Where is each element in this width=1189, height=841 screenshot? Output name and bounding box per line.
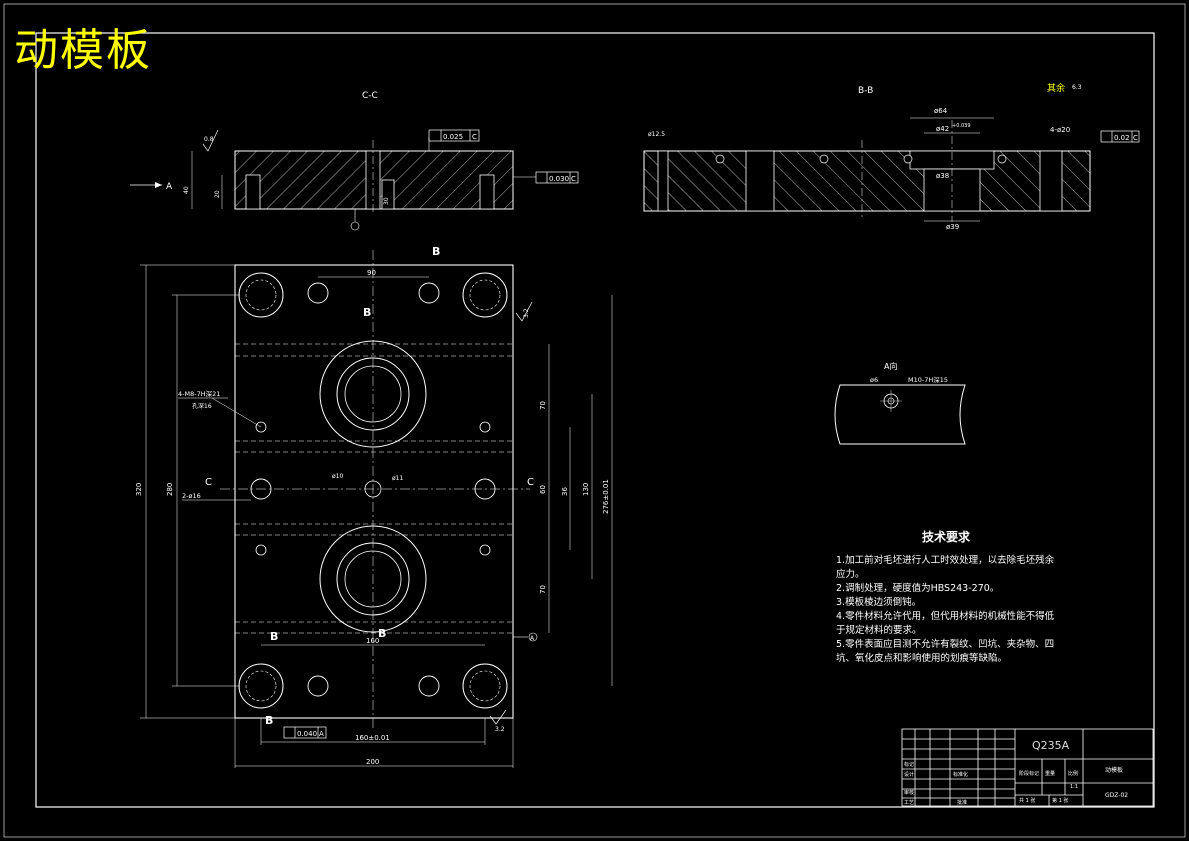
bb-position-value: 0.02 [1114,134,1130,142]
section-cc-title: C-C [362,91,378,101]
h320-dim: 320 [135,483,143,496]
plan-view: 320 280 276±0.01 130 36 70 60 70 90 160 … [135,245,613,768]
part-name: 动模板 [1105,767,1124,774]
section-bb-title: B-B [858,86,873,96]
cut-b-mid: B [363,306,371,319]
h36-dim: 36 [561,487,569,496]
cc-flatness-datum: C [472,133,477,141]
check-label: 审核 [904,790,915,796]
bb-holes: 4-ø20 [1050,126,1070,134]
thread-note-2: 孔深16 [192,402,212,410]
roughness-32-bottom: 3.2 [495,726,505,733]
view-a-detail: A向 ø6 M10-7H深15 [834,361,966,445]
scale-value: 1:1 [1070,784,1079,790]
cc-perp-value: 0.030 [549,175,569,183]
mark-label: 标记 [904,762,915,768]
bb-dia38: ø38 [936,172,949,180]
h60-dim: 60 [539,485,547,494]
cc-20-dim: 20 [214,190,221,198]
title-block: Q235A 动模板 GDZ-02 阶段标记 重量 比例 1:1 共 1 张 第 … [902,729,1153,806]
bb-dia125: ø12.5 [648,131,665,138]
material-label: Q235A [1032,739,1070,752]
section-cc-view: C-C A 40 20 30 0.8 0.025 C 0.030 C [130,91,579,231]
std-label: 标准化 [953,772,969,778]
datum-a-marker: A [530,635,535,642]
cut-b-lower-left: B [270,630,278,643]
view-a-title: A向 [884,361,897,371]
bb-dia42: ø42 [936,125,949,133]
drawing-number: GDZ-02 [1105,792,1129,799]
cc-height-dim: 40 [183,186,190,194]
design-label: 设计 [904,772,915,778]
outer-border [3,3,1186,838]
weight-label: 重量 [1045,771,1056,777]
remaining-roughness: 6.3 [1072,84,1082,91]
pin-holes-note: 2-ø16 [182,492,201,500]
tech-item-4: 4.零件材料允许代用，但代用材料的机械性能不得低于规定材料的要求。 [836,611,1055,636]
tech-item-2: 2.调制处理，硬度值为HBS243-270。 [836,583,1000,594]
cc-roughness: 0.8 [204,136,214,143]
cut-b-lower-mid: B [378,627,386,640]
view-a-dia: ø6 [870,376,878,384]
bb-position-datum: C [1133,134,1138,142]
cc-30-dim: 30 [383,197,390,205]
scale-label: 比例 [1068,771,1079,777]
h276-dim: 276±0.01 [602,479,610,514]
w90-dim: 90 [367,269,376,277]
h130-dim: 130 [582,483,590,496]
w160-dim: 160 [366,637,379,645]
remaining-label: 其余 [1047,82,1065,94]
bb-dia64: ø64 [934,107,948,115]
stage-label: 阶段标记 [1019,771,1040,777]
sheet-total: 共 1 张 [1019,798,1036,804]
approve-label: 批准 [957,800,968,806]
h70a-dim: 70 [539,401,547,410]
parallel-datum: A [319,730,324,738]
cc-perp-datum: C [571,175,576,183]
parallel-value: 0.040 [297,730,317,738]
drawing-title: 动模板 [14,25,152,76]
h280-dim: 280 [166,483,174,496]
arrow-a-label: A [166,182,173,192]
view-a-thread: M10-7H深15 [908,375,948,384]
thread-note: 4-M8-7H深21 [178,389,220,398]
cut-b-top: B [432,245,440,258]
cut-b-bottom: B [265,714,273,727]
technical-requirements: 技术要求 1.加工前对毛坯进行人工时效处理，以去除毛坯残余应力。 2.调制处理，… [836,530,1056,666]
process-label: 工艺 [904,800,915,806]
w160b-dim: 160±0.01 [355,734,390,742]
tech-item-5: 5.零件表面应目测不允许有裂纹、凹坑、夹杂物、四坑、氧化皮点和影响使用的划痕等缺… [836,639,1055,664]
sheet-number: 第 1 张 [1052,798,1069,804]
title-block-grid [901,728,1154,807]
cut-c-left: C [205,477,212,488]
center-hole-note-2: ø11 [392,475,403,482]
h70b-dim: 70 [539,585,547,594]
cc-flatness-value: 0.025 [443,133,463,141]
tech-item-1: 1.加工前对毛坯进行人工时效处理，以去除毛坯残余应力。 [836,555,1055,580]
section-bb-view: B-B 其余 6.3 ø64 ø42 +0.039 ø38 ø39 ø12.5 … [643,82,1140,231]
cut-c-right: C [527,477,534,488]
center-hole-note: ø10 [332,473,343,480]
bb-dia39: ø39 [946,223,959,231]
roughness-32-top: 3.2 [523,308,530,318]
bb-tol: +0.039 [952,123,971,129]
w200-dim: 200 [366,758,379,766]
tech-heading: 技术要求 [921,530,970,544]
tech-item-3: 3.模板棱边须倒钝。 [836,597,922,608]
inner-border [35,32,1155,808]
